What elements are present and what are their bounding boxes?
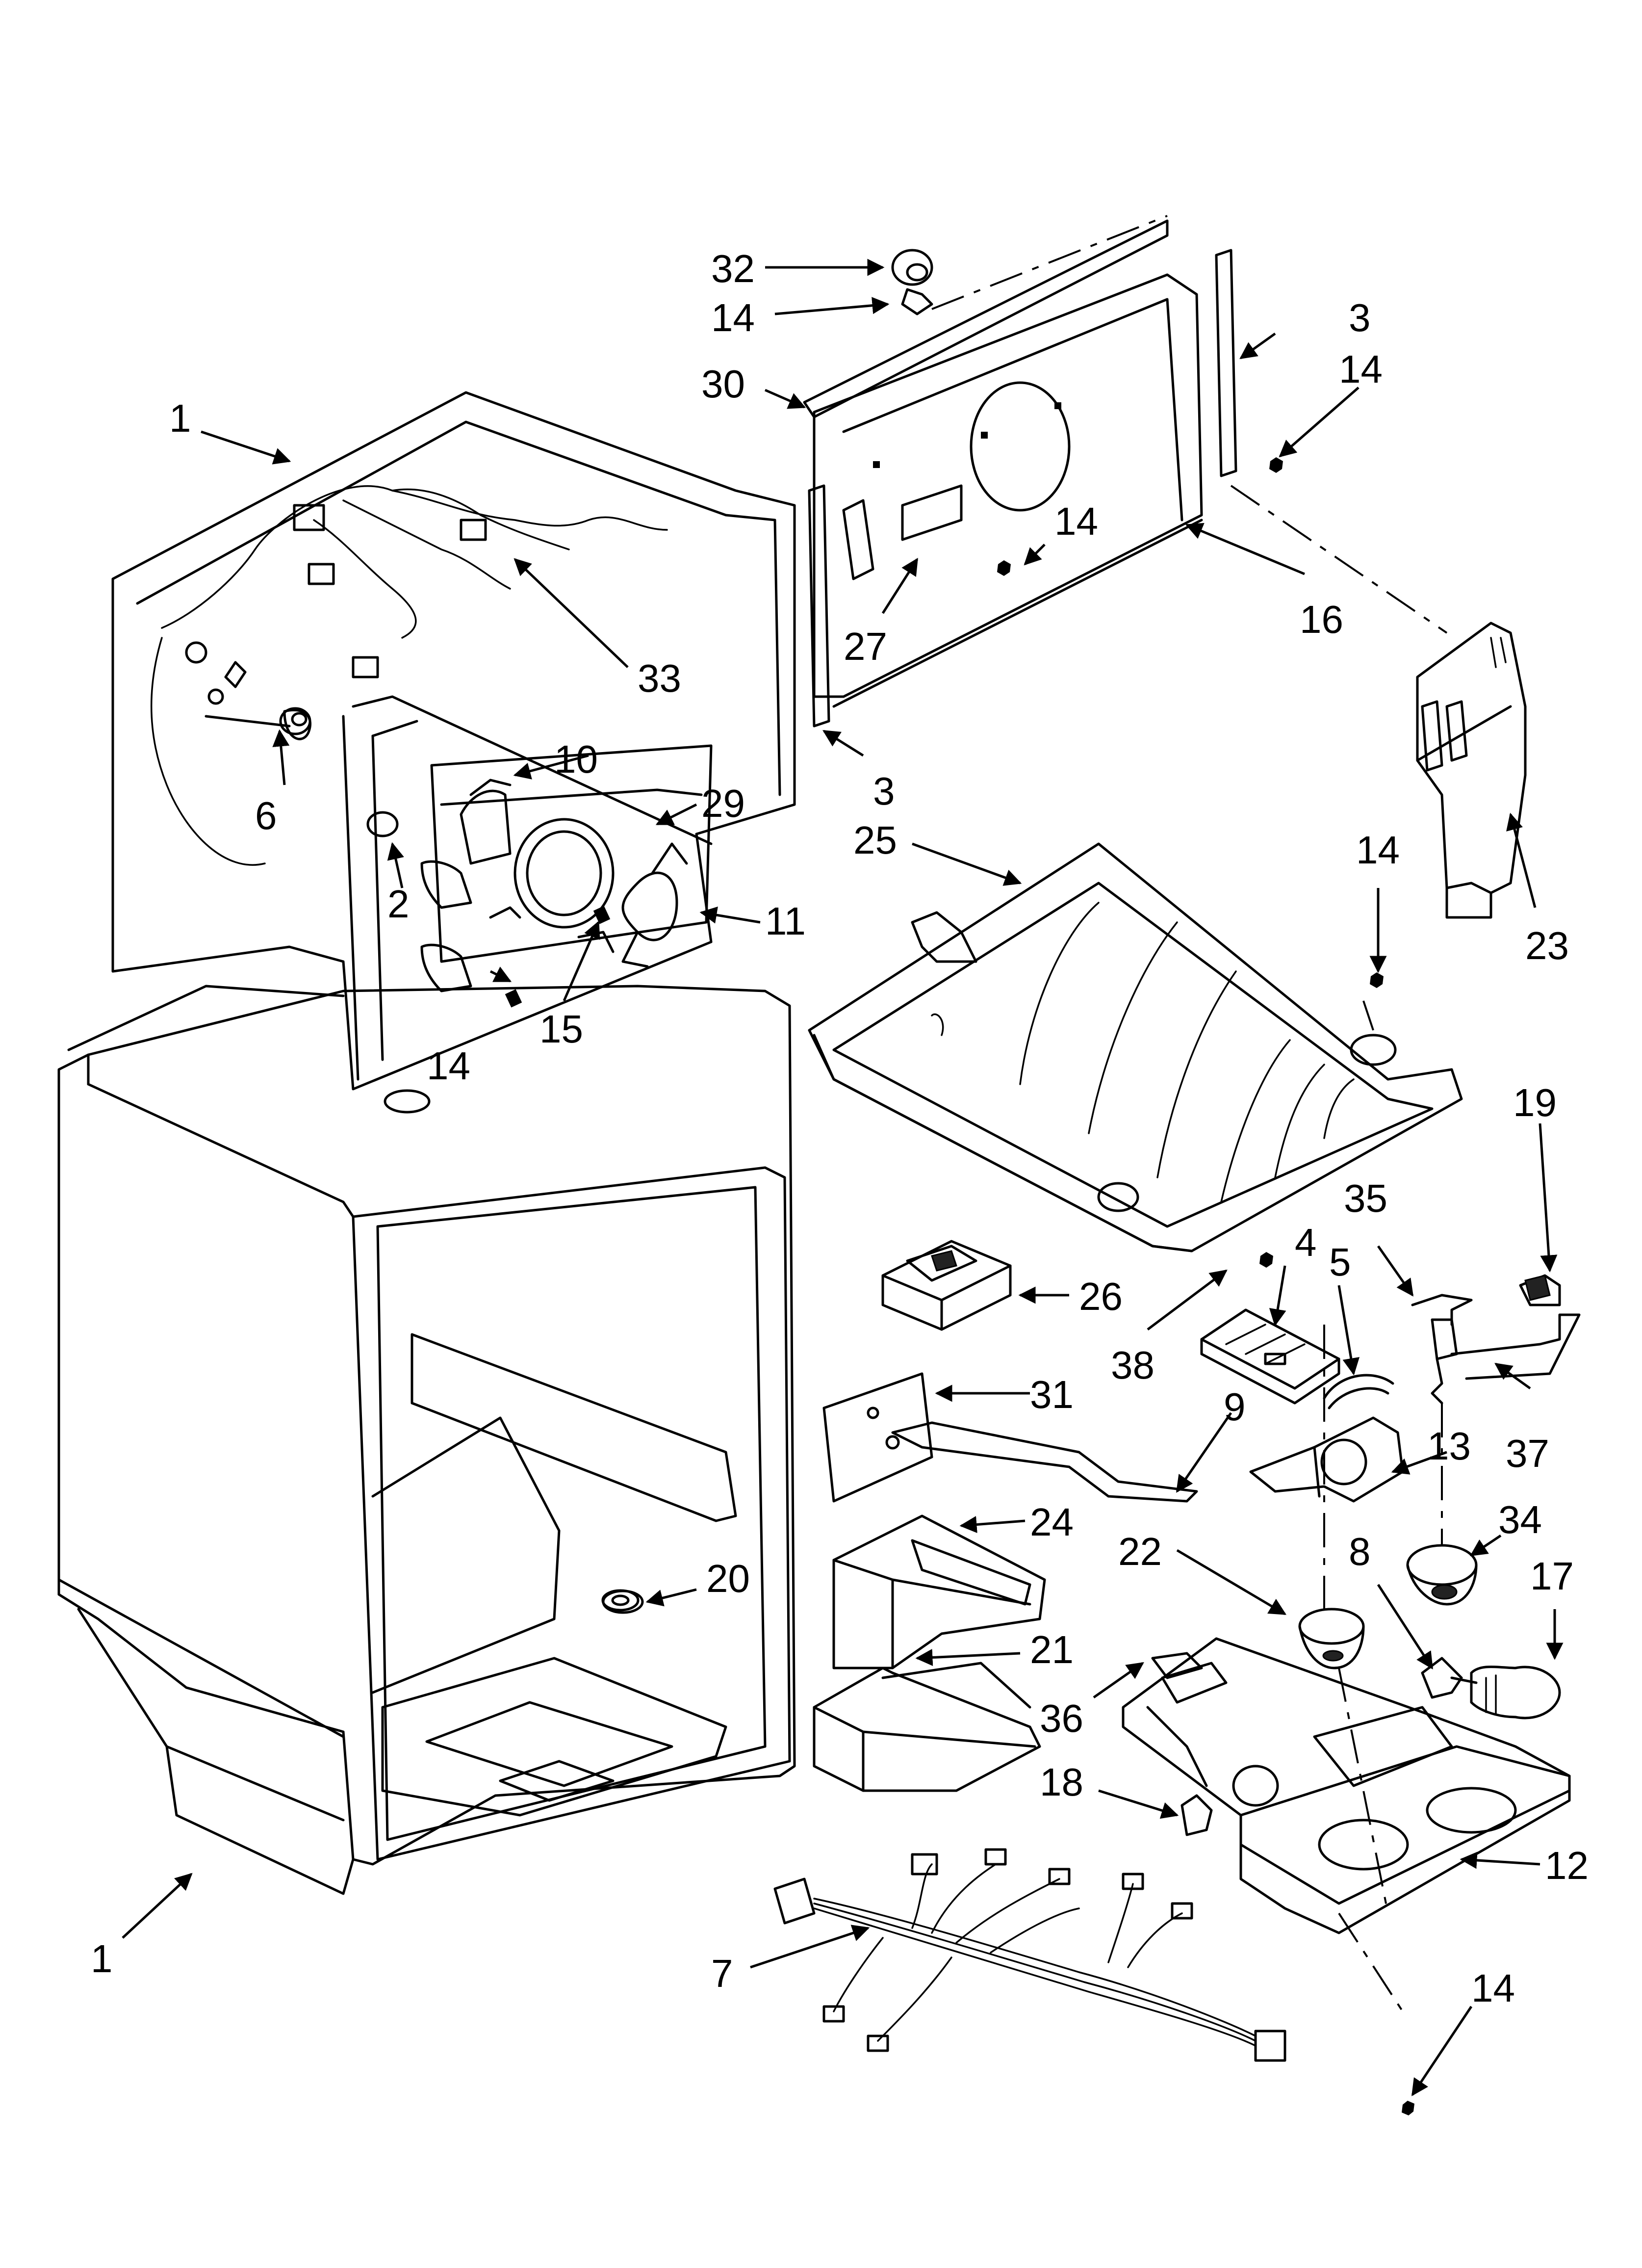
callout-18: 18: [1040, 1760, 1083, 1804]
lens-34-part: [1406, 1544, 1478, 1606]
callout-14-bottom: 14: [1471, 1966, 1515, 2010]
callout-15: 15: [539, 1007, 583, 1051]
callout-33: 33: [638, 656, 681, 700]
callout-38: 38: [1111, 1343, 1155, 1387]
bottom-housing-part: [1122, 1637, 1571, 1934]
callout-2: 2: [387, 882, 410, 926]
cup-22-part: [1298, 1608, 1365, 1669]
callout-29: 29: [701, 782, 745, 825]
callout-14-panel: 14: [1054, 499, 1098, 543]
callout-10: 10: [554, 737, 598, 781]
callout-4: 4: [1295, 1221, 1317, 1264]
callout-32: 32: [711, 247, 755, 290]
callout-13: 13: [1427, 1424, 1471, 1468]
refrigerator-liner-part: [57, 985, 796, 1895]
wire-harness-part: [773, 1848, 1286, 2062]
callout-1-bottom: 1: [91, 1937, 113, 1981]
callout-9: 9: [1224, 1385, 1246, 1429]
callout-30: 30: [701, 362, 745, 406]
freezer-liner-part: [111, 391, 796, 1091]
callout-25: 25: [853, 818, 897, 862]
bulb-socket-part: [1421, 1657, 1561, 1720]
plug-18-part: [1180, 1794, 1213, 1836]
plate-31-part: [822, 1372, 933, 1503]
switch-housing-part: [1249, 1416, 1404, 1503]
callout-16: 16: [1300, 598, 1343, 641]
back-panel-part: [813, 273, 1203, 708]
callout-14-topright: 14: [1339, 347, 1383, 391]
side-strip-part: [808, 249, 1237, 728]
alignment-lines: [931, 215, 1448, 2012]
cable-9-part: [891, 1421, 1198, 1503]
callout-26: 26: [1079, 1275, 1123, 1318]
callout-35: 35: [1344, 1176, 1387, 1220]
callout-36: 36: [1040, 1696, 1083, 1740]
leader-lines: [122, 259, 1564, 2096]
callout-20: 20: [706, 1557, 750, 1600]
callout-3-left: 3: [873, 769, 895, 813]
callout-17: 17: [1530, 1554, 1574, 1598]
callout-labels: 1 1 2 3 3 4 5 6 7 8 9 10 11 12 13 14 14 …: [91, 247, 1589, 2010]
grommet-32-part: [891, 249, 933, 315]
callout-5: 5: [1329, 1240, 1351, 1284]
callout-1-top: 1: [169, 396, 191, 440]
callout-19: 19: [1513, 1081, 1557, 1124]
callout-34: 34: [1498, 1498, 1542, 1541]
callout-6: 6: [255, 794, 277, 837]
callout-8: 8: [1349, 1530, 1371, 1573]
clip-5-part: [1323, 1374, 1394, 1409]
fan-assembly-part: [366, 744, 713, 1008]
callout-22: 22: [1118, 1530, 1162, 1573]
cover-24-part: [832, 1514, 1046, 1669]
housing-26-part: [881, 1240, 1012, 1331]
callout-14-tray: 14: [1356, 828, 1400, 872]
callout-11: 11: [765, 899, 806, 943]
callout-31: 31: [1030, 1373, 1074, 1416]
shroud-cover-part: [1416, 622, 1527, 919]
callout-12: 12: [1545, 1844, 1589, 1887]
top-strip-part: [803, 219, 1169, 433]
crisper-tray-part: [808, 842, 1463, 1252]
cover-21-part: [813, 1662, 1041, 1792]
plug-6-part: [279, 707, 311, 735]
switch-bracket-part: [1411, 1274, 1581, 1405]
callout-37: 37: [1506, 1432, 1549, 1475]
grommet-20-part: [601, 1589, 640, 1612]
control-board-part: [1200, 1308, 1340, 1405]
callout-24: 24: [1030, 1500, 1074, 1544]
callout-3-right: 3: [1349, 296, 1371, 339]
callout-23: 23: [1525, 924, 1569, 967]
callout-27: 27: [844, 625, 887, 668]
callout-14-fan: 14: [427, 1044, 470, 1088]
screws: [997, 457, 1414, 2115]
callout-14-top: 14: [711, 296, 755, 339]
callout-21: 21: [1030, 1628, 1074, 1671]
callout-7: 7: [711, 1952, 733, 1995]
